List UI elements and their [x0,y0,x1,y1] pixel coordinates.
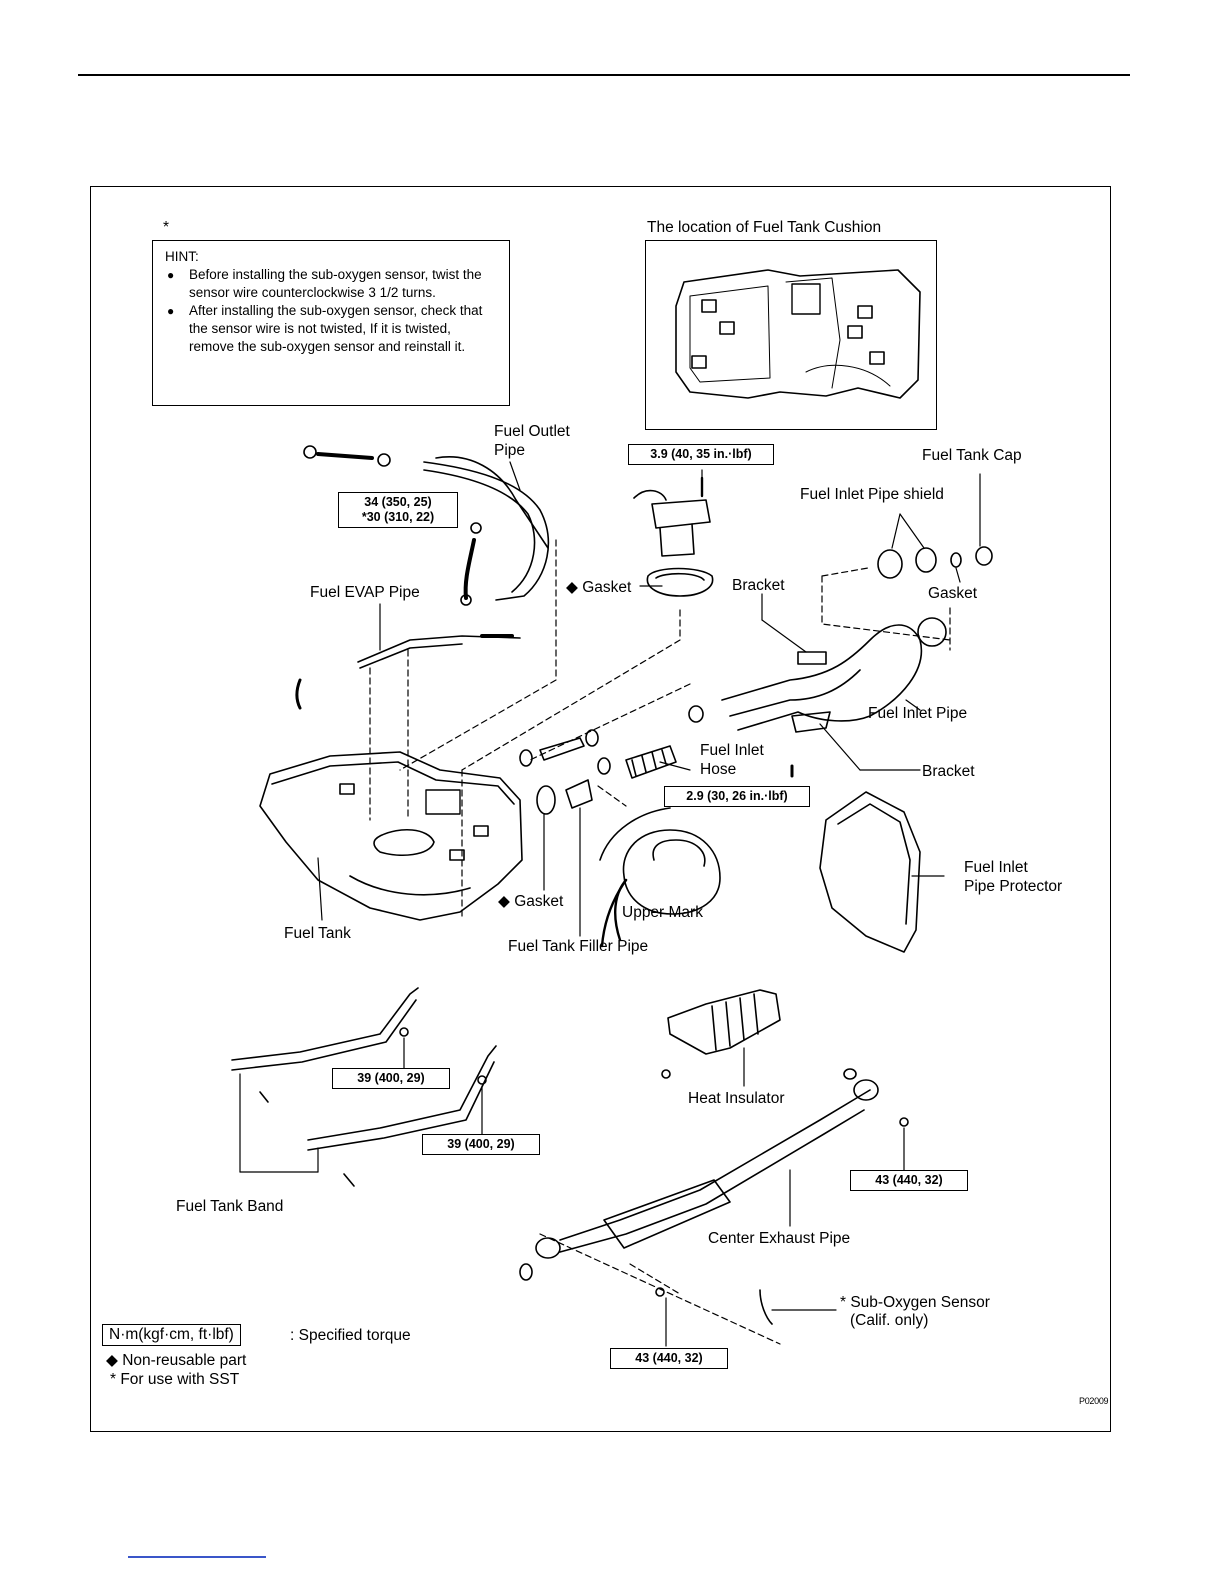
label-fuel-inlet-pipe: Fuel Inlet Pipe [868,705,968,722]
upper-mark-detail-drawing [599,807,721,948]
label-fuel-inlet-hose-1: Fuel Inlet [700,742,764,759]
label-fuel-outlet-pipe-1: Fuel Outlet [494,423,570,440]
legend-torque-desc: : Specified torque [290,1327,411,1344]
cushion-inset-frame [645,240,937,430]
leader-lines [239,461,981,1347]
hint-item-1: Before installing the sub-oxygen sensor,… [165,266,499,302]
assembly-guide-lines [369,539,951,1345]
torque-exhaust-front: 43 (440, 32) [850,1170,968,1191]
torque-filler: 2.9 (30, 26 in.·lbf) [664,786,810,807]
label-fuel-tank: Fuel Tank [284,925,351,942]
fuel-inlet-pipe-drawing [688,546,993,733]
label-gasket-filler: ◆ Gasket [498,893,564,910]
fuel-outlet-pipe-drawing [303,445,550,606]
fuel-evap-pipe-drawing [295,634,521,710]
fuel-tank-drawing [259,751,523,921]
fuel-pump-drawing [633,476,714,597]
center-exhaust-pipe-drawing [519,1068,909,1325]
hint-title: HINT: [165,249,199,264]
label-fuel-outlet-pipe-2: Pipe [494,442,526,459]
label-heat-insulator: Heat Insulator [688,1090,785,1107]
label-bracket-upper: Bracket [732,577,785,594]
torque-outlet: 34 (350, 25) *30 (310, 22) [338,492,458,528]
label-sub-oxygen-sensor-2: (Calif. only) [850,1312,929,1329]
label-fuel-inlet-pipe-protector-1: Fuel Inlet [964,859,1028,876]
torque-band-left: 39 (400, 29) [332,1068,450,1089]
cushion-tank-drawing [675,269,921,399]
torque-pump: 3.9 (40, 35 in.·lbf) [628,444,774,465]
header-rule [78,74,1130,76]
torque-band-right: 39 (400, 29) [422,1134,540,1155]
fuel-inlet-hose-drawing [519,729,794,815]
figure-id: P02009 [1079,1396,1109,1406]
cushion-title: The location of Fuel Tank Cushion [647,219,882,236]
fuel-tank-band-drawing [231,987,497,1187]
label-center-exhaust-pipe: Center Exhaust Pipe [708,1230,851,1247]
diagram-frame [90,186,1111,1432]
label-fuel-tank-cap: Fuel Tank Cap [922,447,1022,464]
torque-exhaust-rear: 43 (440, 32) [610,1348,728,1369]
hint-box: HINT: Before installing the sub-oxygen s… [152,240,510,406]
asterisk-note: * [163,219,170,236]
hint-item-2: After installing the sub-oxygen sensor, … [165,302,499,356]
label-fuel-tank-filler-pipe: Fuel Tank Filler Pipe [508,938,649,955]
label-fuel-inlet-pipe-shield: Fuel Inlet Pipe shield [800,486,944,503]
legend-sst: * For use with SST [110,1371,240,1388]
label-gasket-pump: ◆ Gasket [566,579,632,596]
label-bracket-lower: Bracket [922,763,975,780]
torque-outlet-line-1: 34 (350, 25) [364,495,432,509]
label-fuel-tank-band: Fuel Tank Band [176,1198,284,1215]
torque-outlet-line-2: *30 (310, 22) [361,510,435,524]
legend-torque-unit-box: N·m(kgf·cm, ft·lbf) [102,1324,241,1346]
inlet-pipe-protector-drawing [819,791,921,953]
label-gasket-cap: Gasket [928,585,978,602]
label-upper-mark: Upper Mark [622,904,703,921]
label-fuel-inlet-hose-2: Hose [700,761,737,778]
legend-non-reusable: ◆ Non-reusable part [106,1352,247,1369]
label-sub-oxygen-sensor-1: * Sub-Oxygen Sensor [840,1294,990,1311]
heat-insulator-drawing [661,989,781,1079]
page-link-underline[interactable] [128,1556,266,1558]
label-fuel-inlet-pipe-protector-2: Pipe Protector [964,878,1063,895]
label-fuel-evap-pipe: Fuel EVAP Pipe [310,584,420,601]
